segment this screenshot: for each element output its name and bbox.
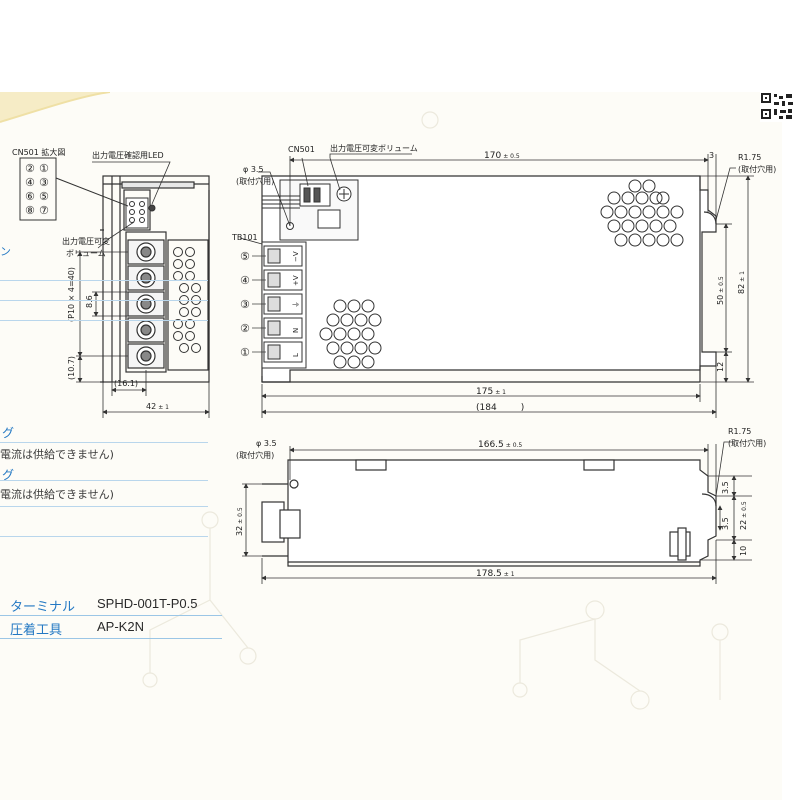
side-rule-c xyxy=(0,506,208,507)
terminal-mark-plus-v: +V xyxy=(292,275,300,286)
terminal-number-1: ① xyxy=(240,346,250,359)
left-view-dimensions xyxy=(76,251,210,418)
dim-42: 42± 1 xyxy=(146,402,169,411)
side-note-2: 電流は供給できません) xyxy=(0,488,114,501)
pin-1: ① xyxy=(39,162,49,175)
pin-8: ⑧ xyxy=(25,204,35,217)
bottom-radius-note: (取付穴用) xyxy=(728,438,766,448)
dim-32: 32± 0.5 xyxy=(235,507,244,536)
cutoff-rule-1 xyxy=(0,280,208,281)
spec-value-tool: AP-K2N xyxy=(97,619,144,634)
cn501-pins: ② ① ④ ③ ⑥ ⑤ ⑧ ⑦ xyxy=(25,162,49,217)
terminal-number-leaders xyxy=(252,255,266,353)
dim-82: 82± 1 xyxy=(737,271,746,294)
volume-callout-label-2: ボリューム xyxy=(66,249,106,258)
spec-row-terminal: ターミナル SPHD-001T-P0.5 xyxy=(0,596,230,618)
side-rule-d xyxy=(0,536,208,537)
bottom-hole-diameter: φ 3.5 xyxy=(256,439,277,448)
pin-6: ⑥ xyxy=(25,190,35,203)
front-hole-diameter: φ 3.5 xyxy=(243,165,264,174)
dim-175: 175± 1 xyxy=(476,387,506,397)
dim-22: 22± 0.5 xyxy=(739,501,748,530)
side-rule-a xyxy=(0,442,208,443)
front-cn501-label: CN501 xyxy=(288,145,315,154)
tb101-label: TB101 xyxy=(231,233,258,242)
terminal-mark-n: N xyxy=(292,328,300,333)
front-view-dimensions xyxy=(261,154,754,418)
cn501-enlarged-box xyxy=(19,157,129,221)
front-view-chassis xyxy=(261,175,717,383)
qr-code-icon xyxy=(760,90,796,122)
terminal-mark-l: L xyxy=(292,353,300,357)
left-view-terminal-block xyxy=(127,239,165,369)
pin-4: ④ xyxy=(25,176,35,189)
terminal-number-4: ④ xyxy=(240,274,250,287)
pin-5: ⑤ xyxy=(39,190,49,203)
bottom-hole-note: (取付穴用) xyxy=(236,450,274,460)
dim-50: 50± 0.5 xyxy=(716,276,725,305)
spec-rule-2 xyxy=(0,638,222,639)
bottom-view-dimensions xyxy=(242,441,752,584)
side-rule-b xyxy=(0,480,208,481)
front-radius-note: (取付穴用) xyxy=(738,164,776,174)
cutoff-rule-3 xyxy=(0,320,208,321)
dim-10: 10 xyxy=(739,546,748,556)
led-callout-label: 出力電圧確認用LED xyxy=(92,150,164,160)
front-view-top-board xyxy=(262,179,359,241)
dim-3-top: 3 xyxy=(709,151,714,160)
front-hole-note: (取付穴用) xyxy=(236,176,274,186)
dim-12: 12 xyxy=(716,362,725,372)
front-volume-label: 出力電圧可変ボリューム xyxy=(330,143,418,153)
side-note-1: 電流は供給できません) xyxy=(0,448,114,461)
terminal-number-3: ③ xyxy=(240,298,250,311)
spec-row-tool: 圧着工具 AP-K2N xyxy=(0,619,230,641)
terminal-mark-minus-v: −V xyxy=(292,251,300,262)
front-view-leaders xyxy=(239,153,412,245)
dim-16-1: (16.1) xyxy=(114,379,138,388)
left-view-leaders xyxy=(92,161,171,249)
dim-184: (184) xyxy=(476,403,524,413)
page-top-band xyxy=(0,0,800,92)
terminal-number-5: ⑤ xyxy=(240,250,250,263)
front-view-vent-upper xyxy=(600,179,684,247)
dim-10-7: (10.7) xyxy=(67,356,76,380)
dim-3-5-top: 3.5 xyxy=(721,481,730,494)
volume-callout-label-1: 出力電圧可変 xyxy=(62,236,110,246)
front-view-vent-lower xyxy=(319,299,382,369)
spec-rule-1 xyxy=(0,615,222,616)
terminal-mark-ground: ⏚ xyxy=(292,301,300,308)
cutoff-heading-1: ン xyxy=(0,245,11,258)
background-circuit-decoration xyxy=(142,111,729,710)
spec-value-terminal: SPHD-001T-P0.5 xyxy=(97,596,198,611)
side-heading-2: グ xyxy=(2,468,15,482)
pin-7: ⑦ xyxy=(39,204,49,217)
dim-8-6: 8.6 xyxy=(85,295,94,308)
spec-key-tool: 圧着工具 xyxy=(10,623,63,638)
sheet-right-edge xyxy=(782,92,800,800)
dim-3-5-mid: 3.5 xyxy=(721,517,730,530)
bottom-radius: R1.75 xyxy=(728,427,751,436)
front-view-terminals xyxy=(261,241,307,369)
front-radius: R1.75 xyxy=(738,153,761,162)
dim-178-5: 178.5± 1 xyxy=(476,569,515,579)
cn501-callout-label: CN501 拡大図 xyxy=(12,147,65,157)
bottom-view-chassis xyxy=(261,459,717,567)
terminal-number-2: ② xyxy=(240,322,250,335)
corner-wave-decoration xyxy=(0,92,110,123)
dim-pitch: (P10 × 4=40) xyxy=(67,267,76,322)
pin-3: ③ xyxy=(39,176,49,189)
side-heading-1: グ xyxy=(2,426,15,440)
spec-key-terminal: ターミナル xyxy=(10,600,76,615)
pin-2: ② xyxy=(25,162,35,175)
dim-170: 170± 0.5 xyxy=(484,151,520,161)
dim-166-5: 166.5± 0.5 xyxy=(478,440,522,450)
left-view-connector xyxy=(125,197,156,229)
cutoff-rule-2 xyxy=(0,300,208,301)
